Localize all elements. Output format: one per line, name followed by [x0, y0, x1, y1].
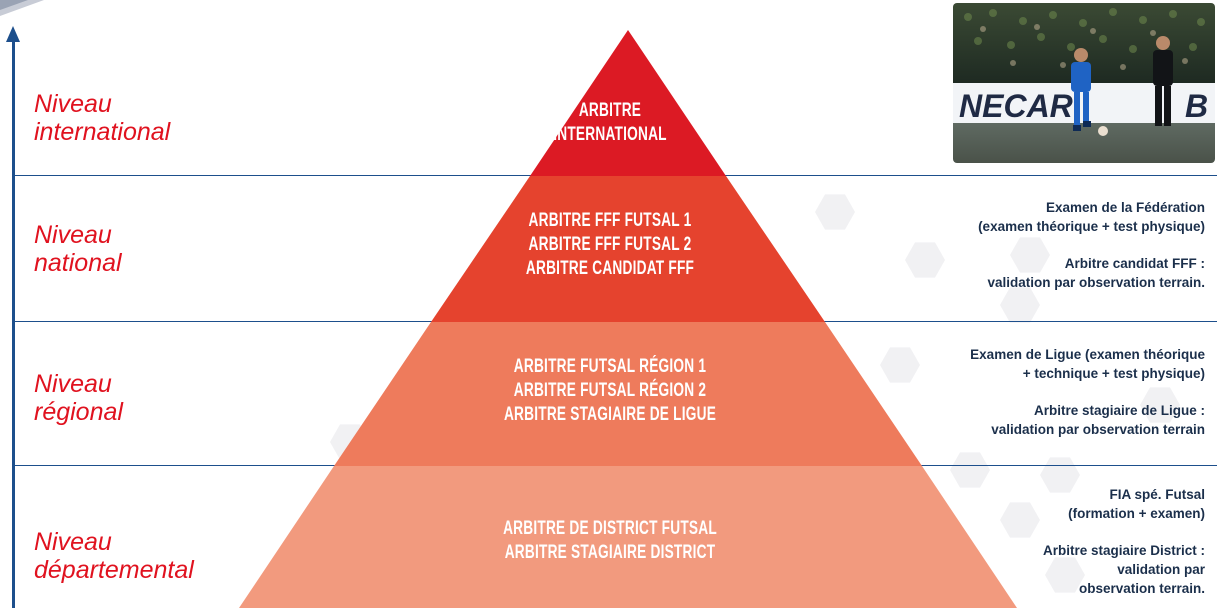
note-line: validation par observation terrain	[991, 422, 1205, 437]
tier-line: ARBITRE FUTSAL RÉGION 2	[513, 380, 707, 401]
note-line: Arbitre stagiaire de Ligue :	[1033, 403, 1205, 418]
photo-banner-text-2: B	[1185, 88, 1208, 124]
note-regional-exam: Examen de Ligue (examen théorique + tech…	[905, 345, 1205, 383]
note-line: validation par	[1117, 562, 1205, 577]
tier-line: ARBITRE	[578, 100, 642, 121]
note-line: Examen de Ligue (examen théorique	[970, 347, 1205, 362]
pyramid-tier-national	[431, 176, 825, 322]
level-axis	[12, 40, 15, 608]
level-label-line: Niveau	[34, 90, 112, 118]
level-label-line: Niveau	[34, 370, 112, 398]
note-line: FIA spé. Futsal	[1109, 487, 1205, 502]
note-line: Examen de la Fédération	[1045, 200, 1205, 215]
note-national-exam: Examen de la Fédération (examen théoriqu…	[905, 198, 1205, 236]
level-label-departemental: Niveau départemental	[34, 528, 194, 584]
note-national-candidate: Arbitre candidat FFF : validation par ob…	[905, 254, 1205, 292]
note-line: (examen théorique + test physique)	[978, 219, 1205, 234]
tier-text-regional: ARBITRE FUTSAL RÉGION 1 ARBITRE FUTSAL R…	[495, 355, 725, 427]
background-hexagon	[950, 452, 990, 488]
note-line: validation par observation terrain.	[987, 275, 1205, 290]
tier-text-national: ARBITRE FFF FUTSAL 1 ARBITRE FFF FUTSAL …	[495, 209, 725, 281]
note-departemental-training: FIA spé. Futsal (formation + examen)	[905, 485, 1205, 523]
corner-accent	[0, 0, 44, 16]
level-label-line: régional	[34, 398, 123, 426]
tier-line: INTERNATIONAL	[553, 124, 667, 145]
background-hexagon	[815, 194, 855, 230]
level-label-line: international	[34, 118, 171, 146]
note-line: + technique + test physique)	[1022, 366, 1205, 381]
pyramid-tier-regional	[334, 322, 922, 466]
note-line: Arbitre stagiaire District :	[1042, 543, 1205, 558]
level-label-line: Niveau	[34, 528, 112, 556]
tier-line: ARBITRE FFF FUTSAL 1	[528, 210, 692, 231]
note-line: observation terrain.	[1078, 581, 1205, 596]
tier-line: ARBITRE CANDIDAT FFF	[525, 258, 695, 279]
tier-text-international: ARBITRE INTERNATIONAL	[495, 99, 725, 147]
level-label-line: national	[34, 249, 122, 277]
level-label-line: Niveau	[34, 221, 112, 249]
pyramid-tier-departemental	[239, 466, 1017, 608]
tier-line: ARBITRE STAGIAIRE DISTRICT	[504, 542, 716, 563]
note-departemental-trainee: Arbitre stagiaire District : validation …	[905, 541, 1205, 598]
background-hexagon	[905, 242, 945, 278]
referee-figure	[1153, 36, 1173, 126]
tier-line: ARBITRE DE DISTRICT FUTSAL	[503, 518, 717, 539]
futsal-match-photo: NECAR B	[953, 3, 1215, 163]
tier-line: ARBITRE STAGIAIRE DE LIGUE	[503, 404, 717, 425]
tier-line: ARBITRE FFF FUTSAL 2	[528, 234, 692, 255]
level-label-national: Niveau national	[34, 221, 122, 277]
tier-text-departemental: ARBITRE DE DISTRICT FUTSAL ARBITRE STAGI…	[495, 517, 725, 565]
pyramid-tier-international	[530, 30, 726, 176]
photo-banner-text: NECAR	[959, 88, 1073, 124]
arrow-up-icon	[6, 26, 20, 42]
background-hexagon	[880, 347, 920, 383]
level-label-regional: Niveau régional	[34, 370, 123, 426]
player-figure	[1071, 48, 1091, 131]
tier-line: ARBITRE FUTSAL RÉGION 1	[513, 356, 707, 377]
photo-illustration: NECAR B	[953, 3, 1215, 163]
level-label-line: départemental	[34, 556, 194, 584]
note-line: Arbitre candidat FFF :	[1064, 256, 1205, 271]
note-line: (formation + examen)	[1068, 506, 1205, 521]
note-regional-trainee: Arbitre stagiaire de Ligue : validation …	[905, 401, 1205, 439]
ball	[1098, 126, 1108, 136]
level-label-international: Niveau international	[34, 90, 170, 146]
